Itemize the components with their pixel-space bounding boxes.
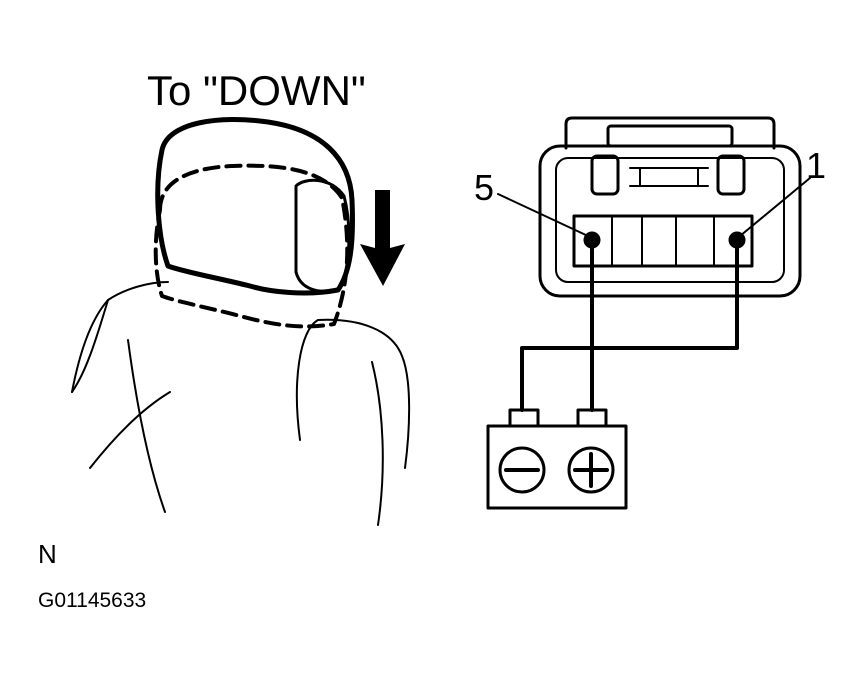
figure-letter: N	[38, 539, 57, 569]
headrest-up-position	[153, 163, 350, 329]
headrest-down-position	[155, 116, 355, 296]
test-wires	[520, 238, 739, 412]
figure-id: G01145633	[38, 589, 147, 612]
plus-icon	[567, 446, 615, 494]
pin-5-leader	[497, 193, 589, 237]
pin-5-label: 5	[474, 167, 495, 208]
connector	[538, 116, 802, 298]
down-arrow-icon	[360, 190, 405, 286]
direction-label: To "DOWN"	[147, 67, 366, 114]
pin-1-leader	[739, 177, 811, 237]
battery	[486, 408, 628, 510]
pin-1-label: 1	[806, 145, 827, 186]
minus-icon	[498, 446, 546, 494]
seat-back	[71, 281, 411, 526]
